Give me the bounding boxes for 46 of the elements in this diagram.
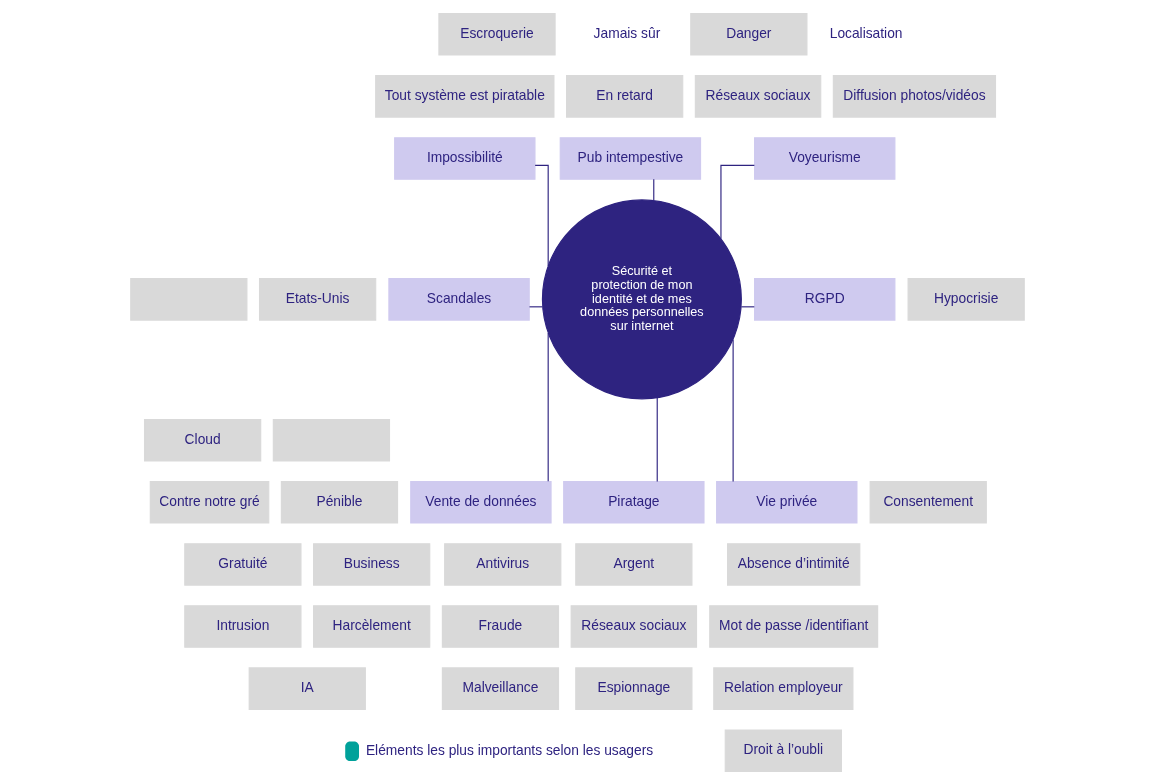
- node-box: Danger: [690, 12, 808, 56]
- node-box: Business: [313, 542, 431, 586]
- node-box: Voyeurisme: [754, 136, 896, 180]
- node-box: Relation employeur: [713, 666, 854, 710]
- node-box: Vie privée: [716, 480, 858, 524]
- node-box: Impossibilité: [394, 136, 536, 180]
- label: Localisation: [829, 25, 903, 41]
- node-box: Scandales: [388, 277, 530, 321]
- node-box: Droit à l’oubli: [724, 728, 842, 772]
- node-box: Contre notre gré: [149, 480, 270, 524]
- node-box: Etats-Unis: [258, 277, 377, 321]
- node-box: Escroquerie: [438, 12, 556, 56]
- node-box: Réseaux sociaux: [570, 604, 698, 648]
- connector: [547, 331, 549, 482]
- connector: [720, 164, 755, 239]
- node-box: RGPD: [754, 277, 896, 321]
- connector: [656, 396, 658, 482]
- node-circle: Sécurité et protection de mon identité et de mes données personnelles sur internet: [541, 198, 742, 399]
- node-box: Hypocrisie: [907, 277, 1025, 321]
- node-box: Espionnage: [575, 666, 693, 710]
- node-box: Pub intempestive: [559, 136, 702, 180]
- label: Jamais sûr: [593, 25, 661, 41]
- node-box: Mot de passe /identifiant: [709, 604, 879, 648]
- node-box: Gratuité: [184, 542, 302, 586]
- node-box: Piratage: [563, 480, 705, 524]
- node-box: Diffusion photos/vidéos: [832, 74, 997, 118]
- node-box: [272, 418, 391, 461]
- node-box: Cloud: [143, 418, 262, 461]
- node-box: Tout système est piratable: [375, 74, 555, 118]
- legend-label: Eléments les plus importants selon les usagers: [365, 742, 654, 758]
- node-box: Réseaux sociaux: [694, 74, 822, 118]
- node-box: Pénible: [280, 480, 399, 524]
- node-box: Vente de données: [410, 480, 552, 524]
- node-box: Intrusion: [184, 604, 302, 648]
- node-box: Consentement: [869, 480, 987, 524]
- node-box: Argent: [575, 542, 693, 586]
- node-box: Harcèlement: [313, 604, 431, 648]
- node-box: Malveillance: [441, 666, 560, 710]
- node-box: Absence d’intimité: [727, 542, 861, 586]
- connector: [653, 178, 655, 201]
- node-box: IA: [248, 666, 366, 710]
- node-box: Fraude: [441, 604, 560, 648]
- node-box: Antivirus: [444, 542, 562, 586]
- node-box: En retard: [566, 74, 684, 118]
- node-box: [130, 277, 248, 321]
- connector: [732, 338, 734, 482]
